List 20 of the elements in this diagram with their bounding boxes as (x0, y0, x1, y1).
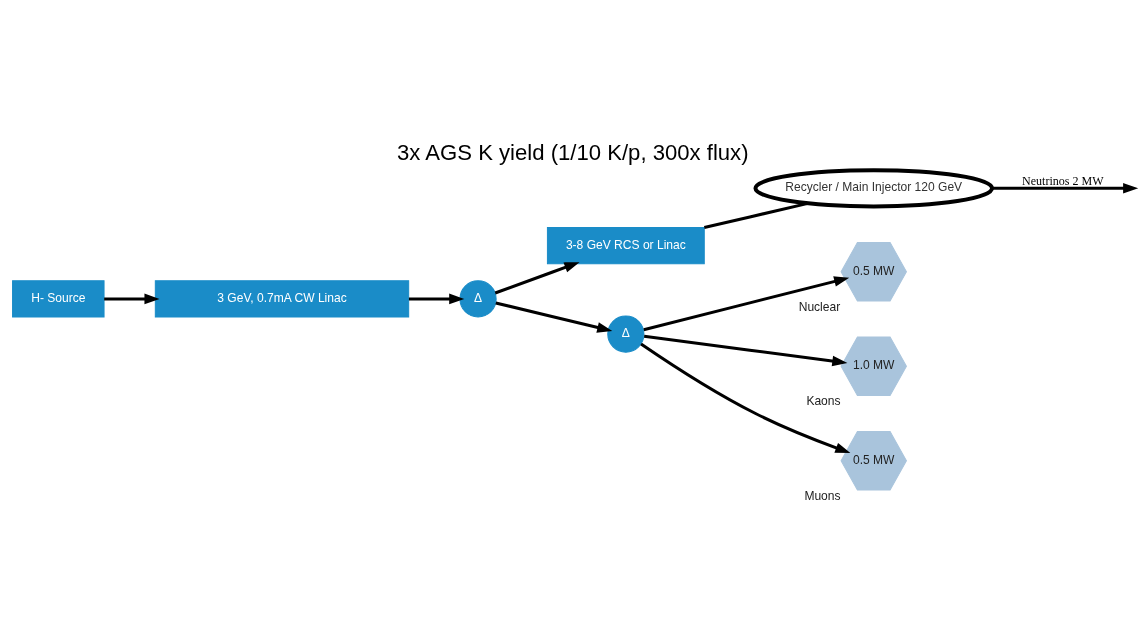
edge-label: Neutrinos 2 MW (1022, 173, 1104, 188)
arrow (494, 261, 580, 294)
node-box: H- Source (12, 279, 105, 317)
node-label: Nuclear (798, 299, 841, 314)
diagram-title: 3x AGS K yield (1/10 K/p, 300x flux) (397, 139, 749, 165)
arrow (104, 293, 160, 304)
arrow (640, 342, 851, 453)
node-circle: Δ (459, 279, 497, 317)
arrow (495, 300, 613, 333)
arrow (992, 182, 1139, 194)
node-label: Kaons (806, 393, 841, 408)
node-box: 3-8 GeV RCS or Linac (546, 226, 705, 264)
node-ellipse: Recycler / Main Injector 120 GeV (753, 167, 995, 208)
node-label: Muons (804, 488, 841, 503)
arrow (643, 275, 850, 331)
node-box: 3 GeV, 0.7mA CW Linac (154, 279, 410, 317)
arrow (643, 334, 848, 366)
connector (703, 201, 809, 229)
node-circle: Δ (607, 314, 645, 353)
arrow (408, 293, 465, 304)
